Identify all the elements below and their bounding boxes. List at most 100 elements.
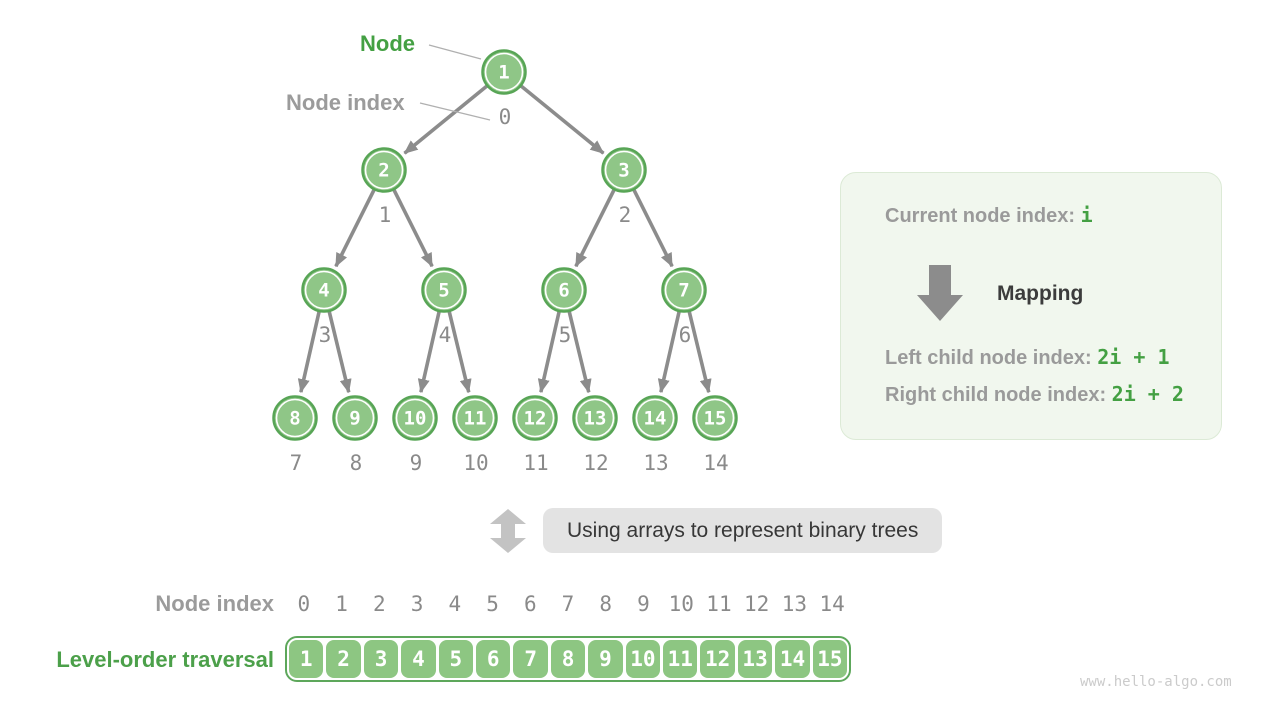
array-cell: 2 (326, 640, 361, 678)
tree-node-circle (392, 395, 438, 441)
array-index: 3 (410, 592, 424, 616)
tree-node-index: 12 (583, 451, 608, 475)
tree-node-circle (572, 395, 618, 441)
tree-node: 13 12 (572, 395, 618, 475)
tree-node-value: 9 (349, 408, 360, 430)
tree-node-value: 8 (289, 408, 300, 430)
tree-edge (326, 308, 352, 394)
tree-edge (297, 308, 322, 394)
left-child-index-line: Left child node index: 2i + 1 (885, 345, 1169, 370)
tree-edge (537, 308, 562, 394)
tree-node-value: 12 (524, 408, 547, 430)
array-cell: 12 (700, 640, 735, 678)
array-cell: 7 (513, 640, 548, 678)
tree-node-value: 15 (704, 408, 727, 430)
tree-node-index: 14 (703, 451, 728, 475)
tree-node: 65 (541, 267, 587, 347)
tree-node-value: 14 (644, 408, 667, 430)
up-down-arrow-icon (490, 509, 526, 553)
current-node-index-line: Current node index: i (885, 203, 1093, 228)
array-cell: 15 (812, 640, 848, 678)
array-index: 13 (781, 592, 808, 616)
array-cell: 4 (401, 640, 436, 678)
tree-node-inner-ring (635, 398, 675, 438)
tree-edge (417, 308, 442, 394)
colon: : (1099, 384, 1112, 406)
tree-node-value: 6 (558, 280, 569, 302)
tree-node-index: 13 (643, 451, 668, 475)
tree-node-index: 7 (290, 451, 303, 475)
current-node-index-label: Current node index (885, 205, 1069, 227)
tree-node: 21 (361, 147, 407, 227)
left-child-index-value: 2i + 1 (1097, 345, 1170, 369)
tree-node-inner-ring (304, 270, 344, 310)
array-index: 5 (486, 592, 499, 616)
colon: : (1085, 347, 1098, 369)
tree-edge (334, 186, 377, 268)
caption-banner: Using arrays to represent binary trees (543, 508, 943, 553)
node-callout-label: Node (360, 31, 415, 56)
tree-node-value: 5 (438, 280, 449, 302)
tree-edge (517, 82, 605, 155)
array-index: 2 (373, 592, 386, 616)
right-child-index-line: Right child node index: 2i + 2 (885, 382, 1184, 407)
tree-node-inner-ring (515, 398, 555, 438)
tree-node-circle (481, 49, 527, 95)
tree-node-index: 2 (619, 203, 632, 227)
tree-node-inner-ring (604, 150, 644, 190)
tree-node-value: 13 (584, 408, 607, 430)
current-node-index-value: i (1080, 203, 1093, 227)
tree-node-inner-ring (424, 270, 464, 310)
tree-node-index: 8 (350, 451, 363, 475)
tree-node-circle (692, 395, 738, 441)
tree-node-index: 1 (379, 203, 392, 227)
tree-node-circle (452, 395, 498, 441)
mapping-label: Mapping (997, 282, 1084, 305)
tree-edge (446, 308, 472, 394)
tree-node: 54 (421, 267, 467, 347)
tree-node: 14 13 (632, 395, 678, 475)
left-child-index-label: Left child node index (885, 347, 1086, 369)
tree-node-circle (541, 267, 587, 313)
tree-node-index: 0 (499, 105, 512, 129)
colon: : (1068, 205, 1081, 227)
tree-edge (657, 308, 682, 394)
tree-node-value: 7 (678, 280, 689, 302)
tree-edge (686, 308, 712, 394)
tree-node: 98 (332, 395, 378, 475)
tree-node-circle (272, 395, 318, 441)
array-index: 4 (448, 592, 462, 616)
tree-node: 76 (661, 267, 707, 347)
array-index: 14 (819, 592, 845, 616)
tree-node: 10 (481, 49, 527, 129)
node-index-callout-label: Node index (286, 90, 405, 115)
array-cell: 6 (476, 640, 511, 678)
tree-node-value: 2 (378, 160, 389, 182)
tree-node-value: 11 (464, 408, 487, 430)
tree-node-inner-ring (275, 398, 315, 438)
tree-node-circle (361, 147, 407, 193)
array-cell: 11 (663, 640, 698, 678)
tree-node-circle (661, 267, 707, 313)
array-index: 9 (637, 592, 650, 616)
tree-node-inner-ring (575, 398, 615, 438)
array-cell: 3 (363, 640, 399, 678)
tree-node-value: 4 (318, 280, 329, 302)
tree-node-circle (421, 267, 467, 313)
tree-node-value: 10 (404, 408, 427, 430)
tree-node-value: 1 (498, 62, 509, 84)
array-cell: 1 (289, 640, 324, 678)
tree-node-index: 9 (410, 451, 423, 475)
array-cell: 8 (550, 640, 586, 678)
tree-node-value: 3 (618, 160, 629, 182)
tree-node-index: 4 (439, 323, 452, 347)
tree-node-inner-ring (484, 52, 524, 92)
tree-node-index: 3 (319, 323, 332, 347)
array-index: 8 (599, 592, 613, 616)
tree-node-inner-ring (335, 398, 375, 438)
array-index: 11 (706, 592, 732, 616)
